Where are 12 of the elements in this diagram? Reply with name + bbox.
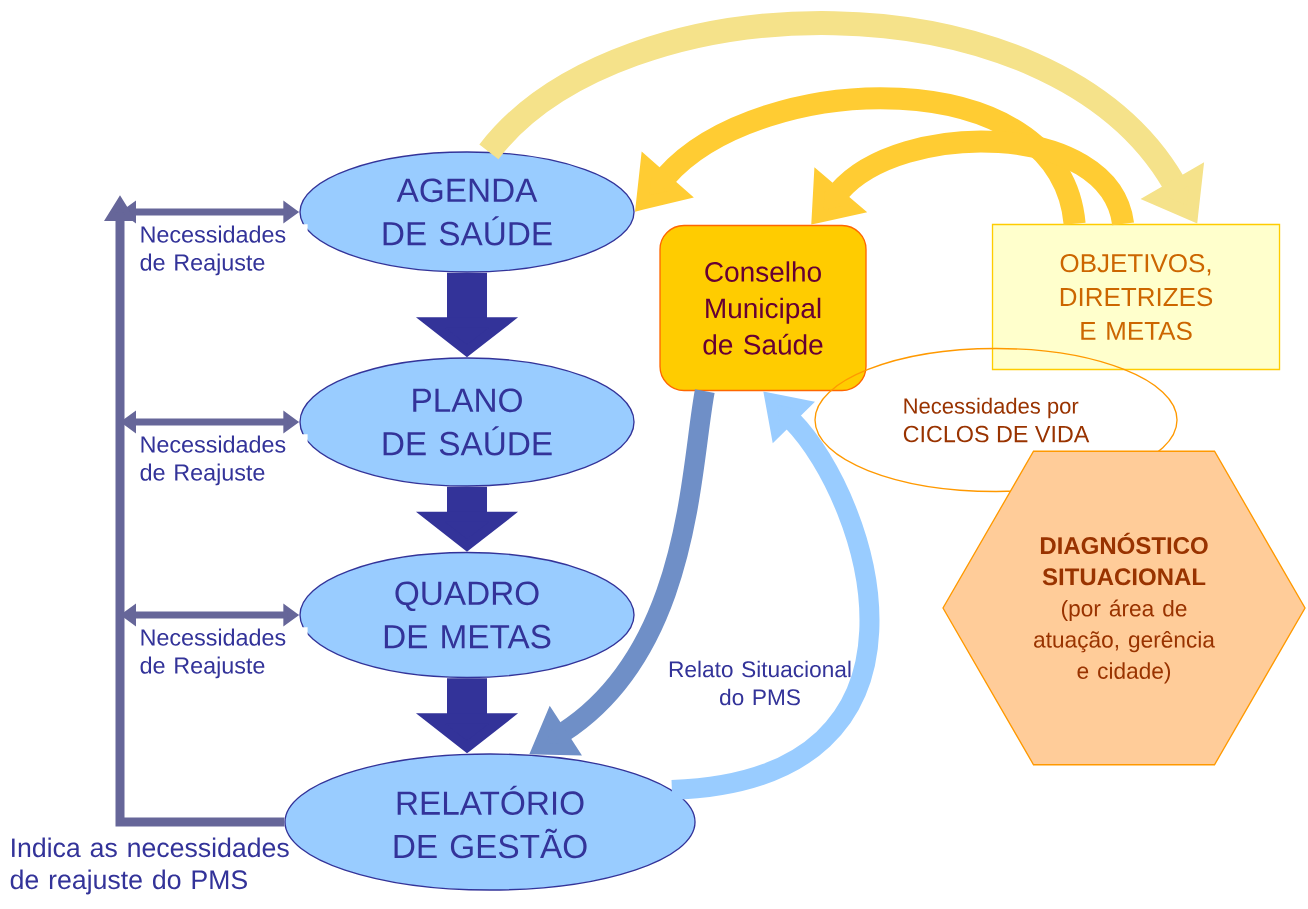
note-text: Relato Situacional do PMS: [669, 660, 851, 706]
curved-arrow: [811, 130, 1134, 228]
edge-label: Necessidades de Reajuste: [138, 627, 308, 680]
hexagon-node: DIAGNÓSTICO SITUACIONAL (por área de atuação, gerência e cidade): [942, 450, 1306, 766]
rounded-box: Conselho Municipal de Saúde: [659, 224, 867, 392]
ellipse-node: QUADRO DE METAS: [299, 551, 635, 679]
ellipse-node: AGENDA DE SAÚDE: [299, 151, 635, 273]
process-box: OBJETIVOS, DIRETRIZES E METAS: [991, 223, 1281, 371]
edge-label: Necessidades de Reajuste: [138, 434, 308, 487]
curved-arrow: [635, 87, 1086, 227]
ellipse-node: PLANO DE SAÚDE: [299, 357, 635, 487]
edge-label: Necessidades de Reajuste: [138, 224, 308, 277]
